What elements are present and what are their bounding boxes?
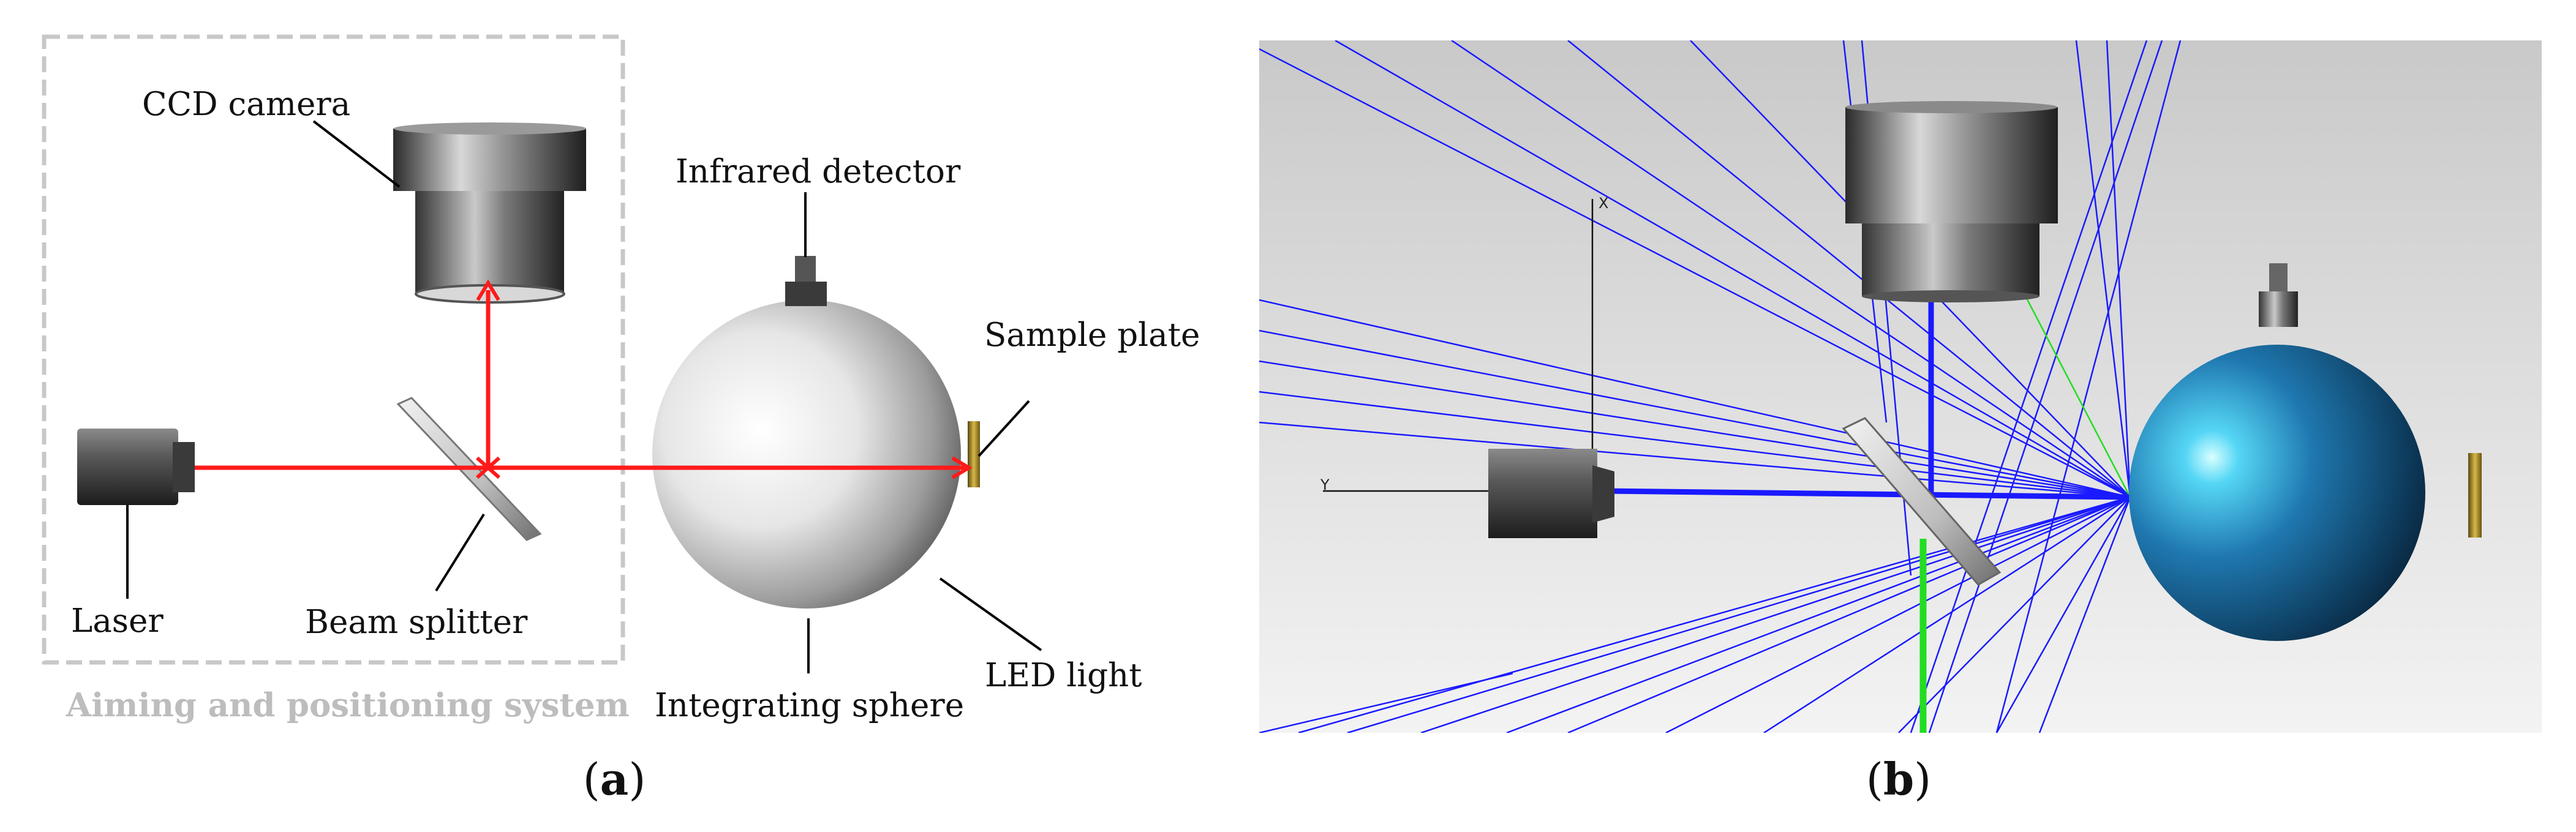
sample-plate-icon-b xyxy=(2468,453,2482,538)
ccd-camera-icon-b xyxy=(1845,101,2058,302)
laser-icon xyxy=(77,429,195,505)
leader-ccd xyxy=(312,120,401,188)
caption-b: (b) xyxy=(1866,753,1932,805)
main-beam xyxy=(1604,288,2131,500)
caption-a: (a) xyxy=(583,753,646,805)
label-aiming-system: Aiming and positioning system xyxy=(66,686,630,724)
integrating-sphere-icon-b xyxy=(2129,263,2482,641)
label-infrared-detector: Infrared detector xyxy=(676,153,961,190)
ccd-camera-icon xyxy=(393,122,586,304)
leader-sample xyxy=(977,400,1030,457)
label-integrating-sphere: Integrating sphere xyxy=(655,687,964,724)
label-laser: Laser xyxy=(71,602,164,640)
label-sample-plate: Sample plate xyxy=(984,317,1200,354)
label-ccd-camera: CCD camera xyxy=(142,86,350,123)
infrared-detector-icon xyxy=(785,256,827,306)
aiming-system-box xyxy=(42,34,625,665)
panel-a: CCD camera Infrared detector Sample plat… xyxy=(42,34,1200,805)
laser-beam xyxy=(195,279,973,479)
label-beam-splitter: Beam splitter xyxy=(305,604,528,641)
integrating-sphere-icon xyxy=(652,300,961,609)
green-rays xyxy=(1919,287,2131,733)
beam-splitter-icon-b xyxy=(1842,417,2002,586)
panel-b: X Y (b) xyxy=(1259,40,2542,805)
label-led-light: LED light xyxy=(985,657,1142,694)
sample-plate-icon xyxy=(968,421,980,487)
axis-y-label: Y xyxy=(1320,476,1330,493)
leader-led xyxy=(939,577,1042,651)
leader-splitter xyxy=(435,513,485,592)
laser-icon-b xyxy=(1488,449,1614,538)
axis-x-label: X xyxy=(1599,195,1608,212)
